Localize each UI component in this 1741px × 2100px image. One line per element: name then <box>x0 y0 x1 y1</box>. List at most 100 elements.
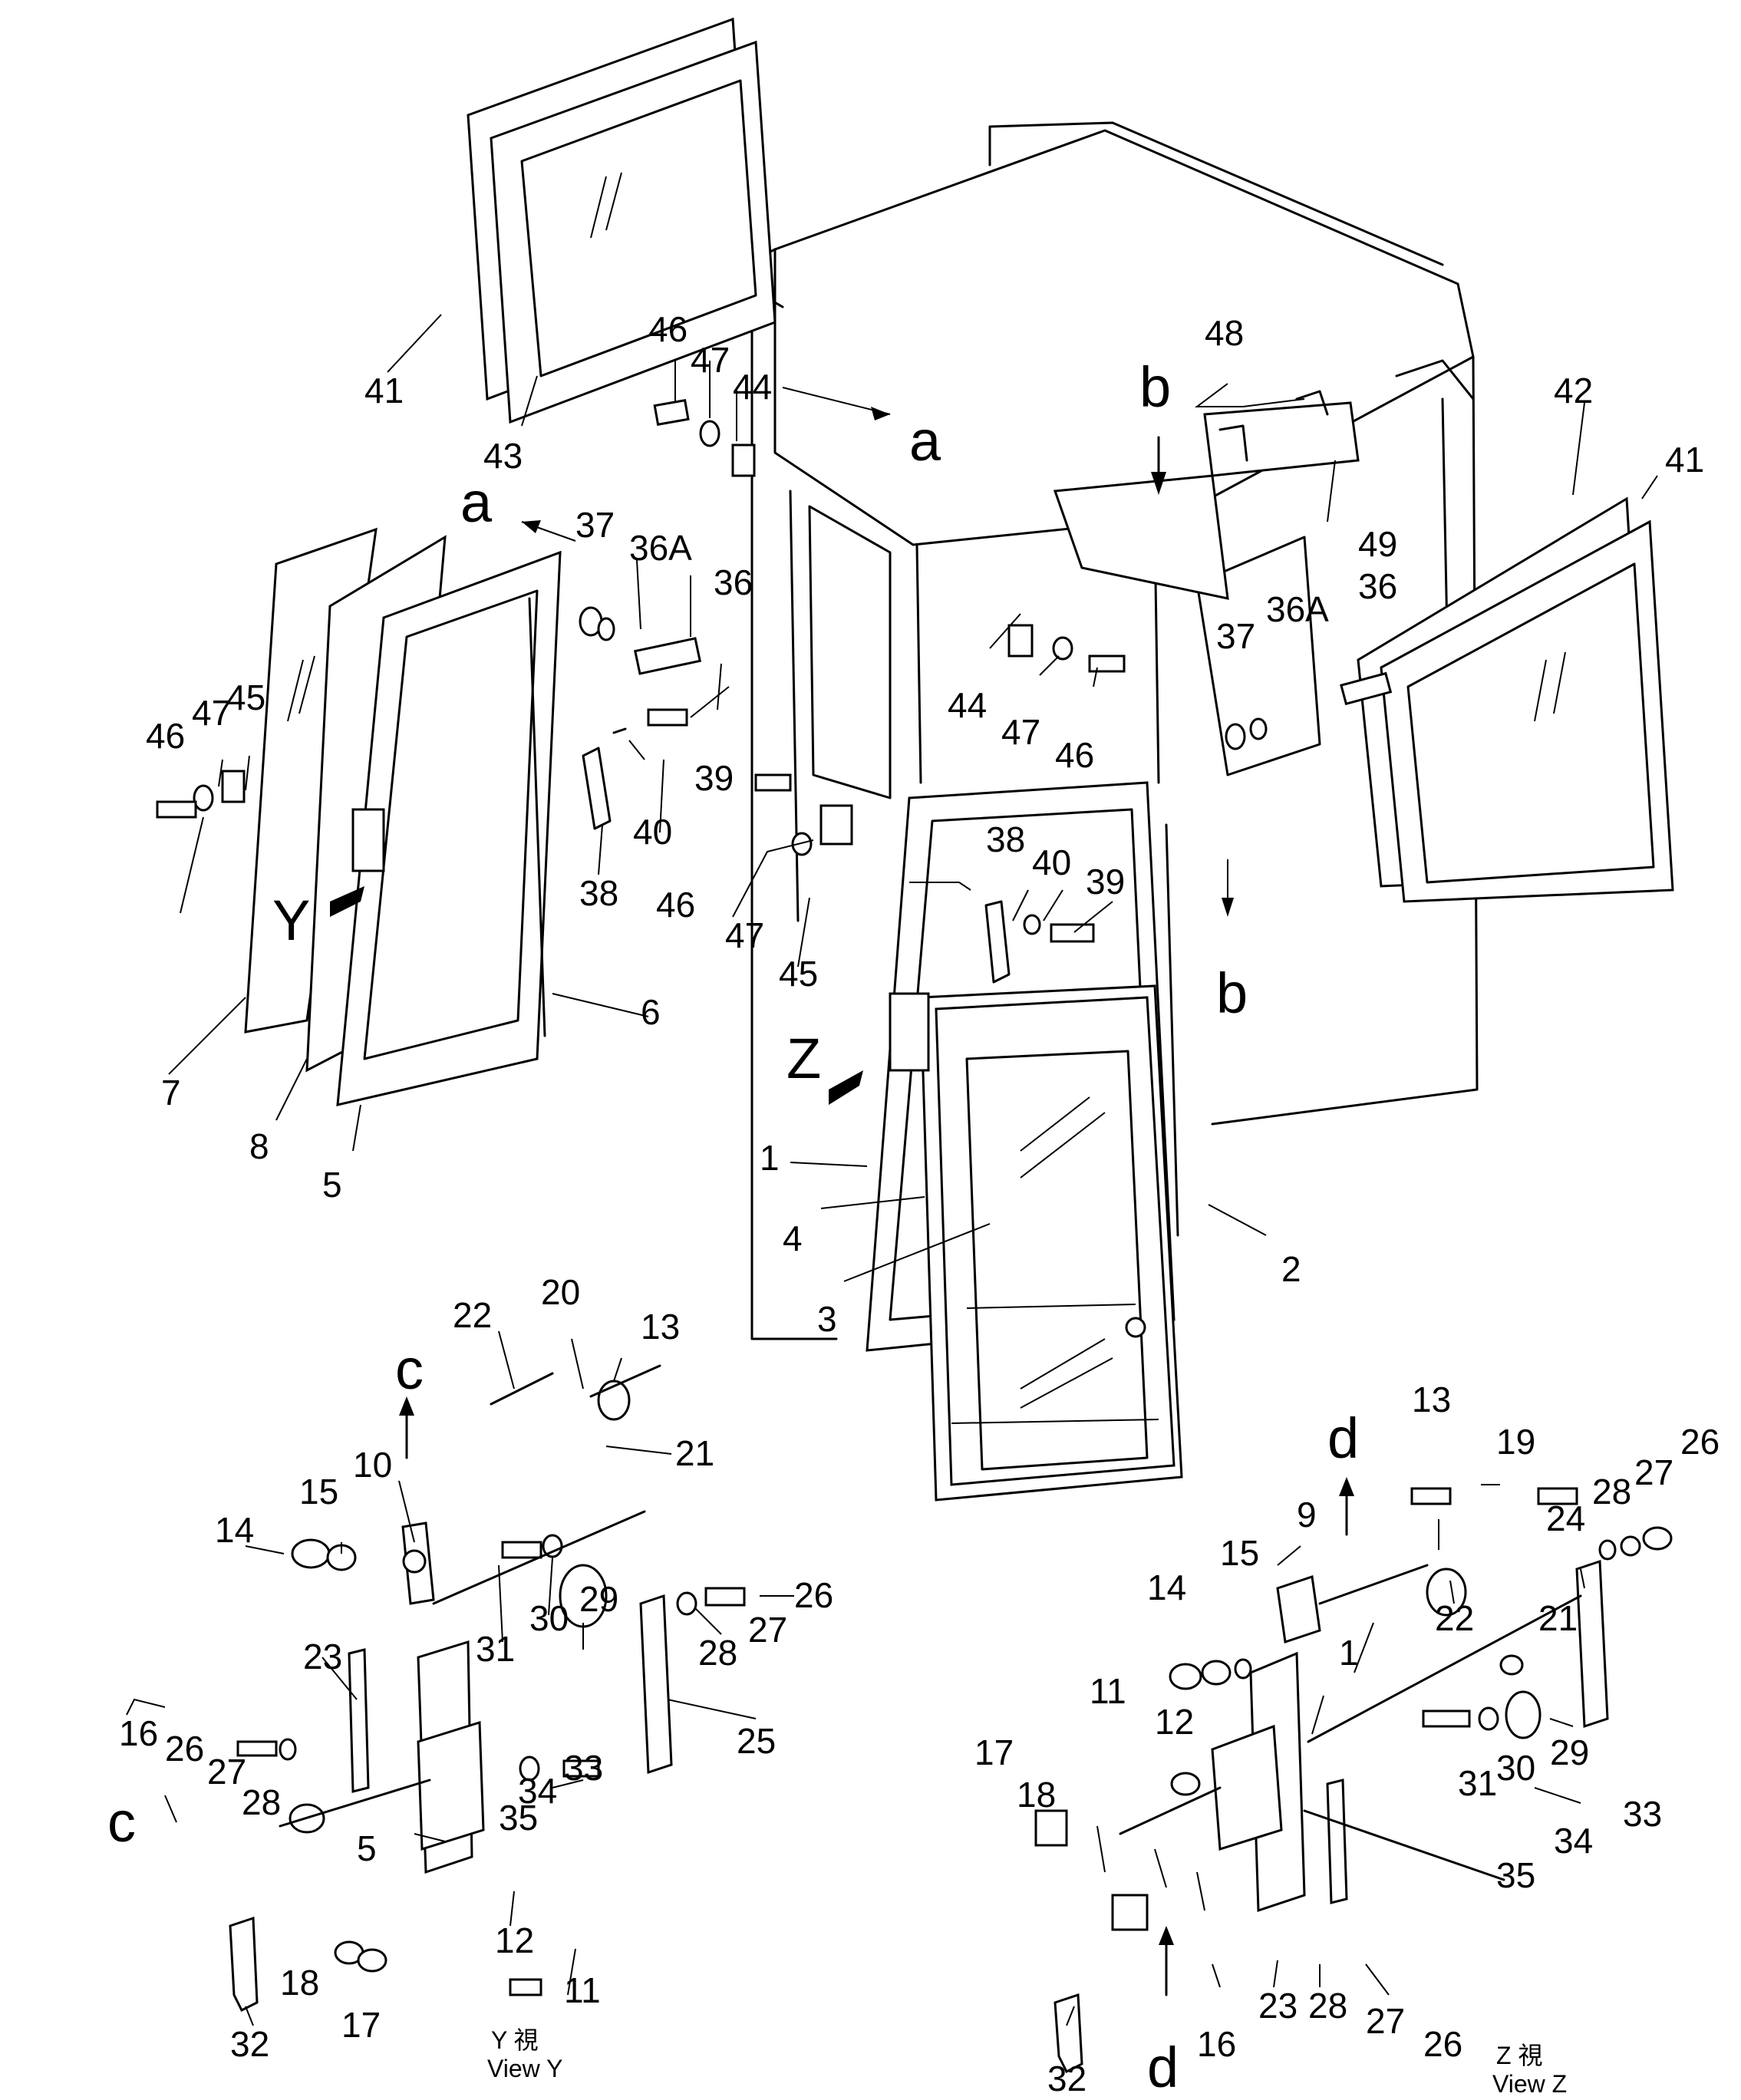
callout-3: 3 <box>817 1299 837 1339</box>
z-callout-19: 19 <box>1496 1422 1535 1462</box>
mark-a-upper: a <box>909 409 941 473</box>
z-callout-13: 13 <box>1412 1380 1451 1419</box>
callout-49: 49 <box>1358 524 1397 564</box>
callout-40b: 40 <box>1032 842 1071 882</box>
z-callout-23: 23 <box>1258 1986 1298 2026</box>
top-window-assembly <box>467 17 777 424</box>
callout-41b: 41 <box>1665 440 1704 480</box>
left-door-assembly <box>244 527 562 1106</box>
mark-c-upper: c <box>395 1337 424 1401</box>
z-callout-33: 33 <box>1623 1794 1662 1834</box>
view-y-kanji: Y 視 <box>491 2026 539 2054</box>
z-callout-29: 29 <box>1550 1732 1589 1772</box>
callout-36Aa: 36A <box>629 528 692 568</box>
callout-1: 1 <box>760 1138 780 1178</box>
leader-lines <box>164 314 1658 2026</box>
callout-47c: 47 <box>192 693 231 733</box>
view-y-lock-assembly <box>229 1364 746 2013</box>
y-callout-12: 12 <box>495 1920 534 1960</box>
callout-46b: 46 <box>1055 735 1094 775</box>
mark-b-upper: b <box>1139 355 1171 419</box>
z-callout-24: 24 <box>1546 1498 1585 1538</box>
callout-2: 2 <box>1281 1249 1301 1289</box>
z-callout-11: 11 <box>1090 1671 1126 1711</box>
y-callout-20: 20 <box>541 1272 580 1312</box>
z-callout-21: 21 <box>1538 1598 1578 1638</box>
callout-7: 7 <box>161 1073 181 1113</box>
callout-45a: 45 <box>226 677 265 717</box>
z-callout-16: 16 <box>1197 2024 1236 2064</box>
mark-a-left: a <box>460 470 493 534</box>
callout-labels: 1 2 3 4 5 6 7 8 41 43 46 47 44 48 49 42 … <box>119 309 1720 2098</box>
section-letters: a a b b c c d d Y Z <box>107 355 1359 2099</box>
y-callout-14: 14 <box>215 1510 254 1550</box>
callout-36b: 36 <box>1358 566 1397 606</box>
mark-b-lower: b <box>1216 961 1248 1025</box>
main-door-assembly <box>866 781 1183 1502</box>
roof-bracket <box>1053 390 1360 600</box>
callout-44a: 44 <box>733 367 772 407</box>
z-callout-26a: 26 <box>1680 1422 1720 1462</box>
callout-46d: 46 <box>656 885 695 925</box>
callout-36a: 36 <box>714 562 753 602</box>
y-callout-35: 35 <box>499 1798 538 1838</box>
hardware-upper <box>156 398 1393 984</box>
callout-40a: 40 <box>633 812 672 852</box>
y-callout-11: 11 <box>564 1970 601 2010</box>
y-callout-27a: 27 <box>748 1610 787 1650</box>
z-callout-17: 17 <box>974 1732 1014 1772</box>
z-callout-30: 30 <box>1496 1748 1535 1788</box>
z-callout-14: 14 <box>1147 1568 1186 1607</box>
callout-36Ab: 36A <box>1266 589 1329 629</box>
view-captions: Y 視 View Y Z 視 View Z <box>487 2026 1567 2098</box>
z-callout-31: 31 <box>1458 1763 1497 1803</box>
callout-38b: 38 <box>986 819 1025 859</box>
z-callout-28a: 28 <box>1592 1472 1631 1512</box>
y-callout-16: 16 <box>119 1713 158 1753</box>
callout-47b: 47 <box>1001 712 1040 752</box>
y-callout-32: 32 <box>230 2024 269 2064</box>
z-callout-12: 12 <box>1155 1702 1194 1742</box>
y-callout-28a: 28 <box>698 1633 737 1673</box>
y-callout-26b: 26 <box>165 1729 204 1769</box>
z-callout-15: 15 <box>1220 1533 1259 1573</box>
callout-48: 48 <box>1205 313 1244 353</box>
callout-46a: 46 <box>648 309 687 349</box>
mark-z: Z <box>786 1027 821 1090</box>
callout-47d: 47 <box>725 915 764 955</box>
z-callout-18: 18 <box>1017 1775 1056 1815</box>
section-arrows <box>126 387 1354 1996</box>
y-callout-33: 33 <box>564 1748 603 1788</box>
mark-d-upper: d <box>1327 1406 1359 1470</box>
callout-6: 6 <box>641 992 661 1032</box>
z-callout-35: 35 <box>1496 1855 1535 1895</box>
callout-37b: 37 <box>1216 616 1255 656</box>
y-callout-21: 21 <box>675 1433 714 1473</box>
callout-38a: 38 <box>579 873 618 913</box>
callout-39a: 39 <box>694 758 734 798</box>
y-callout-5: 5 <box>357 1828 377 1868</box>
callout-37a: 37 <box>575 505 615 545</box>
callout-45b: 45 <box>779 954 818 994</box>
view-z-caption: View Z <box>1492 2070 1567 2098</box>
y-callout-25: 25 <box>737 1721 776 1761</box>
y-callout-26a: 26 <box>794 1575 833 1615</box>
callout-8: 8 <box>249 1126 269 1166</box>
mark-d-lower: d <box>1147 2036 1179 2099</box>
callout-44b: 44 <box>948 685 987 725</box>
y-callout-23: 23 <box>303 1637 342 1676</box>
callout-39b: 39 <box>1086 862 1125 902</box>
y-callout-27b: 27 <box>207 1752 246 1792</box>
mark-y: Y <box>272 888 310 952</box>
callout-46c: 46 <box>146 716 185 756</box>
z-callout-28b: 28 <box>1308 1986 1347 2026</box>
view-z-lock-assembly <box>1034 1487 1673 2074</box>
z-callout-26b: 26 <box>1423 2024 1462 2064</box>
y-callout-30: 30 <box>529 1598 569 1638</box>
callout-47a: 47 <box>691 340 730 380</box>
callout-4: 4 <box>783 1218 803 1258</box>
y-callout-17: 17 <box>341 2005 381 2045</box>
y-callout-22: 22 <box>453 1295 492 1335</box>
callout-41a: 41 <box>364 371 404 410</box>
